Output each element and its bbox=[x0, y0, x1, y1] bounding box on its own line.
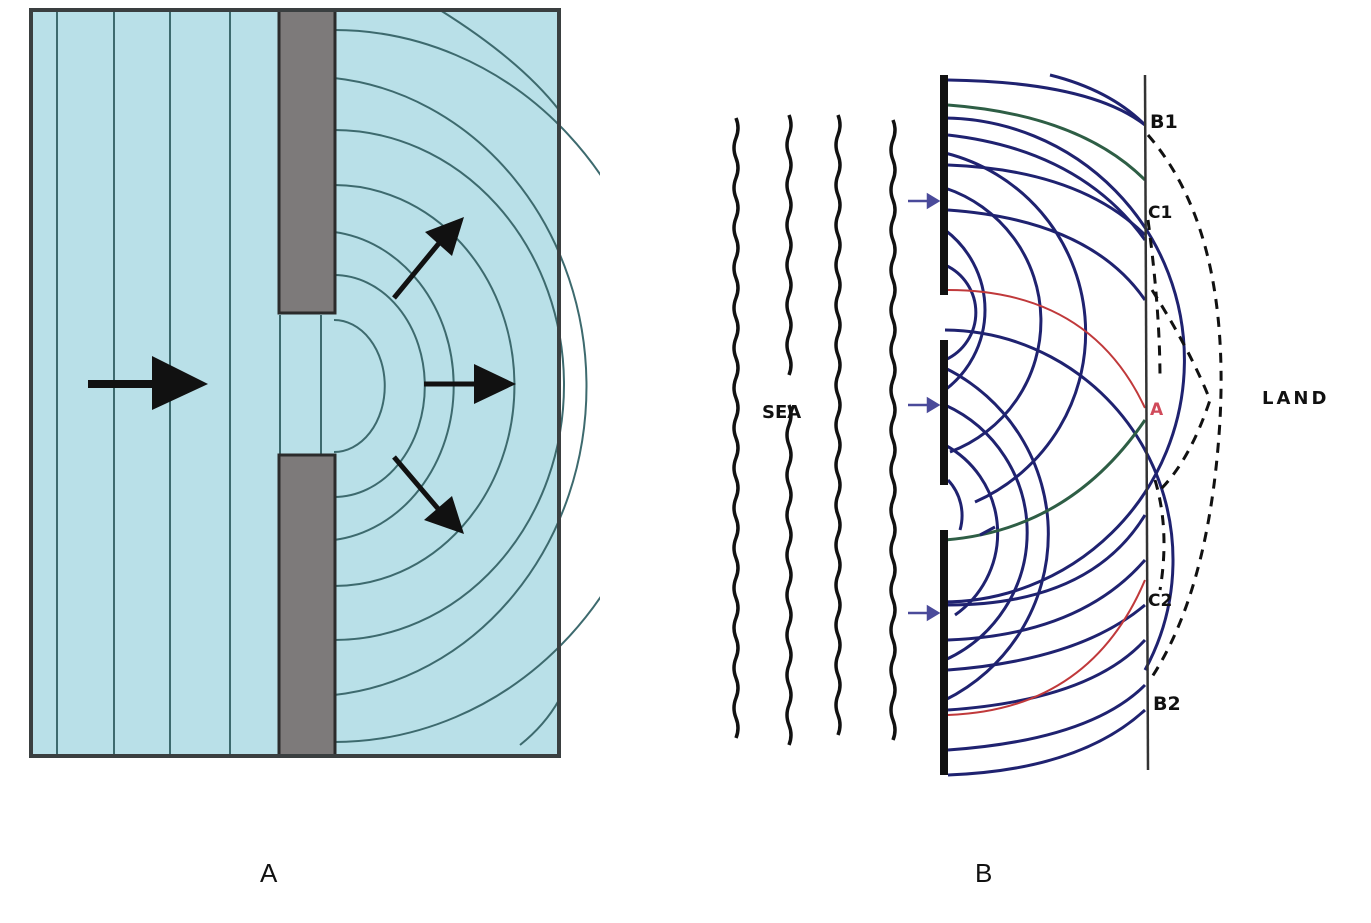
diffracted-arrow-down bbox=[392, 455, 464, 534]
diffracted-arrow-up bbox=[392, 217, 464, 300]
double-slit-interference-figure: SEA bbox=[732, 73, 1329, 777]
dashed-interference-curves bbox=[1146, 134, 1223, 681]
diffracted-wavefronts bbox=[333, 9, 666, 746]
sea-wavefronts bbox=[732, 114, 897, 746]
shoreline bbox=[1143, 74, 1150, 771]
incoming-arrow bbox=[88, 356, 208, 410]
label-c1: C1 bbox=[1148, 203, 1172, 223]
caption-b: B bbox=[975, 858, 993, 888]
diagram-b-double-slit-sea: SEA bbox=[690, 60, 1371, 800]
diagram-a-single-slit bbox=[0, 0, 666, 800]
sea-arrows bbox=[908, 192, 941, 622]
sea-label: SEA bbox=[762, 402, 801, 423]
label-c2: C2 bbox=[1148, 591, 1172, 611]
land-label: LAND bbox=[1262, 388, 1329, 409]
panel-a-border bbox=[29, 8, 561, 758]
label-b2: B2 bbox=[1153, 693, 1181, 715]
caption-a: A bbox=[260, 858, 278, 888]
barrier-bottom bbox=[277, 453, 337, 758]
label-a-point: A bbox=[1150, 400, 1164, 420]
barrier-top bbox=[277, 8, 337, 315]
label-b1: B1 bbox=[1150, 111, 1178, 133]
diffracted-arrow-right bbox=[424, 364, 516, 404]
single-slit-diffraction-figure bbox=[29, 8, 666, 758]
interference-wavefronts bbox=[939, 73, 1186, 777]
